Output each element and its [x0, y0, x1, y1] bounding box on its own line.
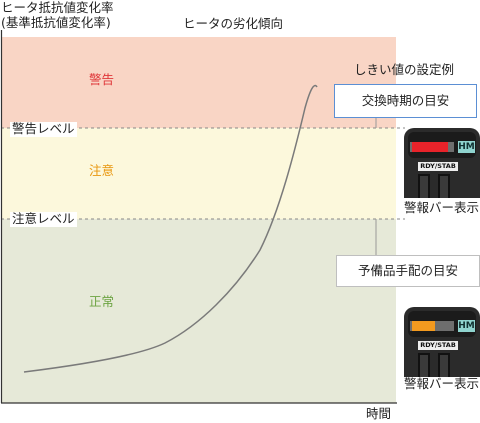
- key-button-right: [438, 174, 450, 198]
- y-axis-label-line1: ヒータ抵抗値変化率: [1, 0, 114, 15]
- spare-guideline-text: 予備品手配の目安: [357, 262, 458, 278]
- rdy-stab-label: RDY/STAB: [418, 162, 458, 171]
- alarm-caption-top: 警報バー表示: [404, 200, 480, 215]
- key-button-right: [438, 353, 450, 377]
- normal-zone: [1, 219, 396, 403]
- hm-indicator: HM: [458, 320, 475, 332]
- normal-zone-label: 正常: [89, 294, 115, 309]
- degradation-curve: [23, 84, 318, 373]
- alarm-display-bottom: HM RDY/STAB: [404, 307, 480, 377]
- chart-title: ヒータの劣化傾向: [183, 16, 284, 31]
- x-axis-label: 時間: [366, 406, 392, 421]
- y-axis-label-line2: (基準抵抗値変化率): [1, 15, 111, 30]
- key-button-left: [418, 174, 430, 198]
- caution-zone: [1, 128, 396, 219]
- warning-level-label: 警告レベル: [10, 121, 77, 137]
- alarm-caption-bottom: 警報バー表示: [404, 376, 480, 391]
- key-button-left: [418, 353, 430, 377]
- replace-guideline-box: 交換時期の目安: [334, 84, 477, 118]
- spare-guideline-box: 予備品手配の目安: [336, 255, 480, 287]
- rdy-stab-label: RDY/STAB: [418, 341, 458, 350]
- warning-zone: [1, 37, 396, 128]
- alarm-display-top: HM RDY/STAB: [404, 128, 480, 198]
- alarm-bar-fill: [412, 142, 448, 152]
- threshold-heading: しきい値の設定例: [354, 62, 455, 77]
- caution-zone-label: 注意: [89, 163, 115, 178]
- replace-guideline-text: 交換時期の目安: [361, 92, 450, 108]
- hm-indicator: HM: [458, 141, 475, 153]
- caution-level-label: 注意レベル: [10, 211, 77, 227]
- alarm-bar-fill: [412, 321, 435, 331]
- warning-zone-label: 警告: [89, 72, 115, 87]
